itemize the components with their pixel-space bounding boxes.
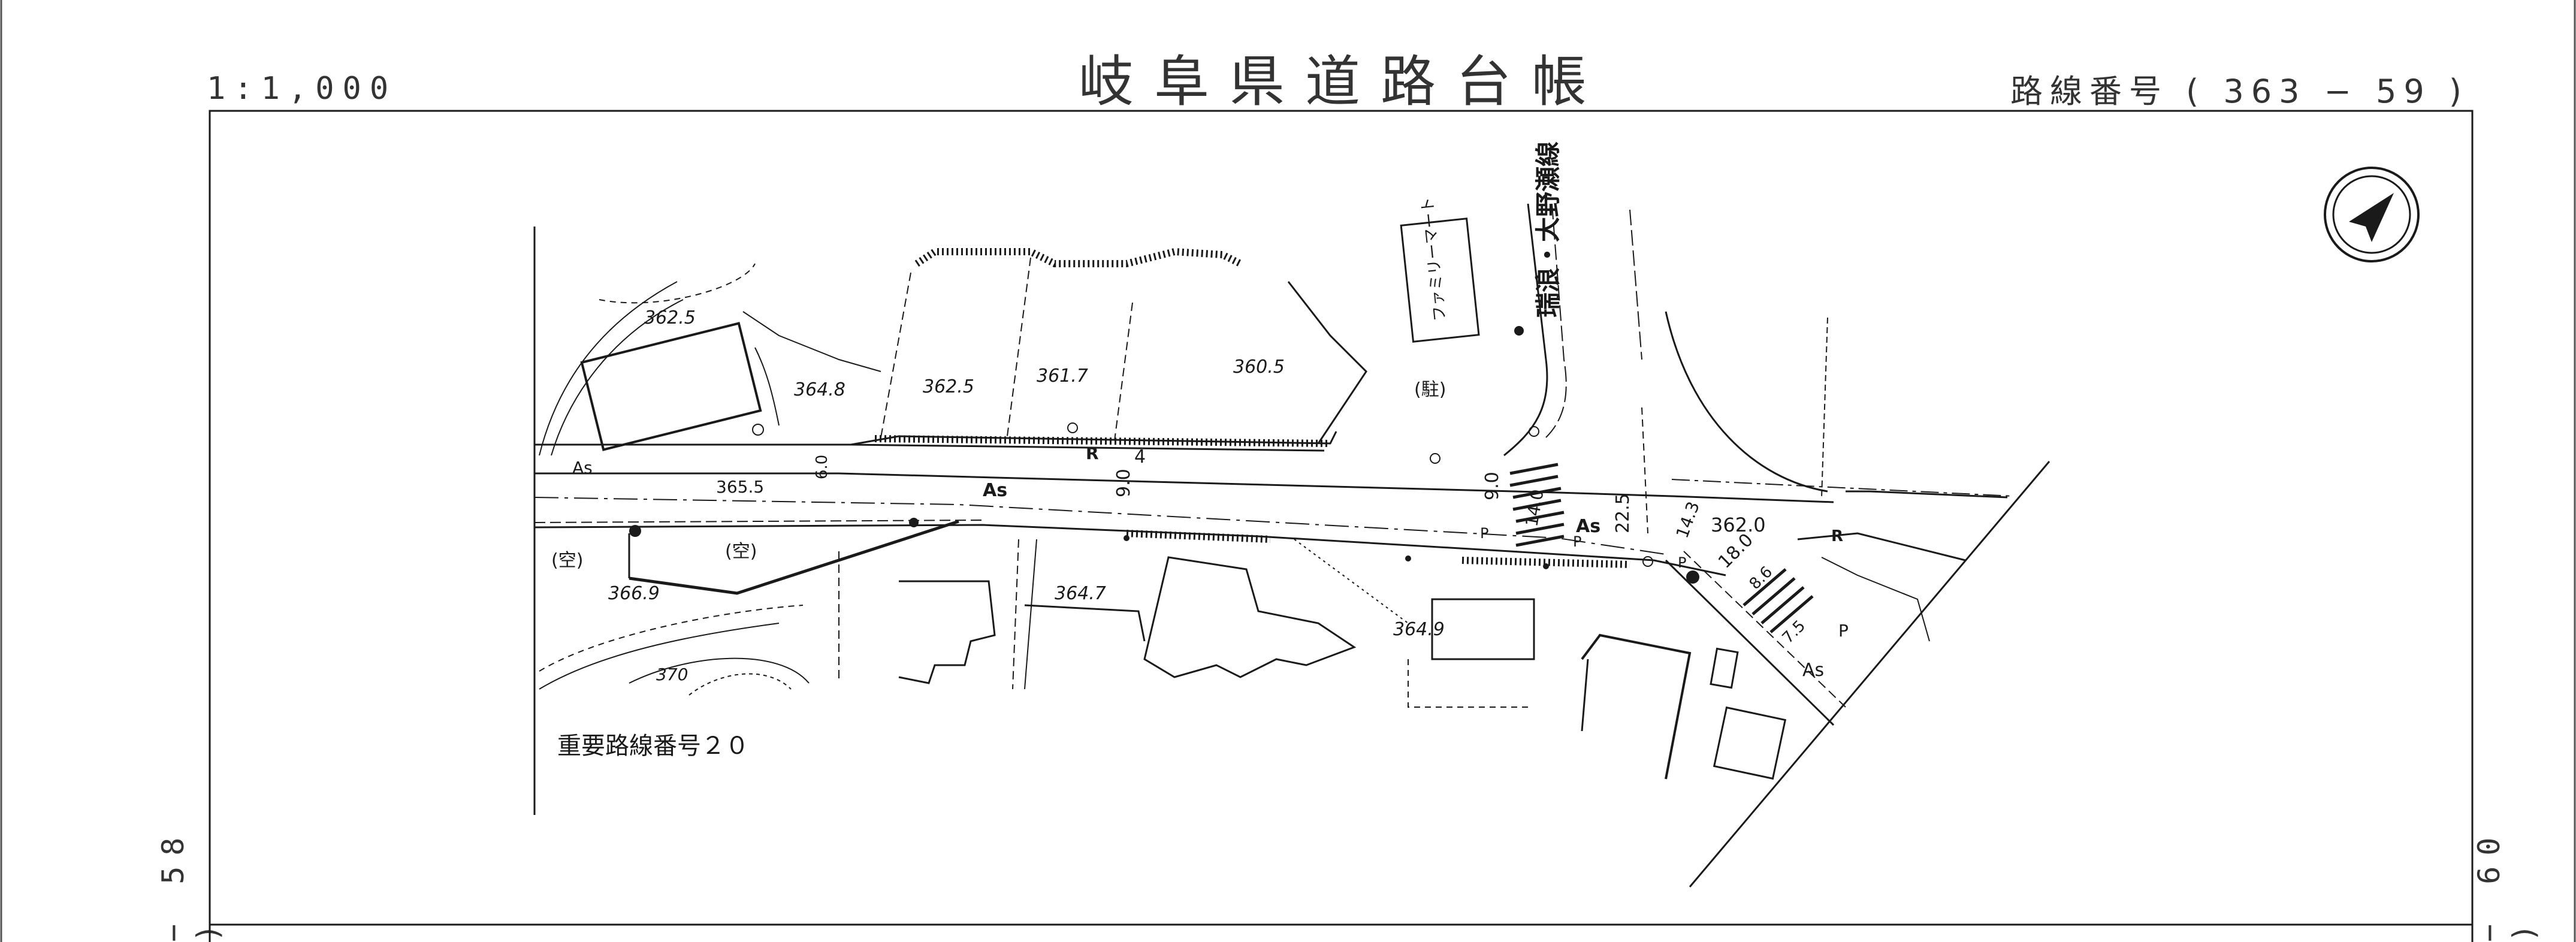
- important-route-label: 重要路線番号２０: [557, 732, 749, 760]
- crosswalk-2: [1743, 568, 1814, 633]
- elevation-label: 360.5: [1233, 357, 1285, 378]
- elevation-label: 364.9: [1393, 619, 1445, 640]
- pole-label: P: [1678, 554, 1686, 571]
- elevation-label: 362.0: [1711, 514, 1766, 536]
- pavement-label: As: [1576, 516, 1600, 537]
- upper-left-parcels: [539, 257, 1367, 456]
- pavement-label: As: [1802, 660, 1824, 681]
- road-name-label: 瑞浪・大野瀬線: [1533, 141, 1563, 318]
- north-arrow-icon: [2324, 167, 2420, 262]
- map-scale: 1:1,000: [207, 71, 397, 107]
- map-title: 岐阜県道路台帳: [1079, 50, 1608, 114]
- vacant-label: (空): [725, 541, 757, 562]
- store-name-label: ファミリーマート: [1418, 196, 1449, 322]
- pavement-label: As: [572, 458, 593, 478]
- store-box: [1400, 218, 1480, 343]
- open-markers: [752, 422, 1653, 567]
- width-label: 9.0: [1113, 469, 1134, 497]
- pole-label: P: [1838, 621, 1849, 641]
- elevation-label: 361.7: [1037, 366, 1088, 387]
- elevation-label: 362.5: [644, 307, 696, 328]
- road-marker: R: [1831, 527, 1843, 545]
- map-frame: [209, 110, 2474, 942]
- parking-label: (駐): [1414, 379, 1446, 400]
- width-label: 9.0: [1482, 472, 1503, 500]
- width-label: 8.6: [1746, 563, 1776, 593]
- width-label: 4: [1134, 446, 1146, 467]
- road-marker: R: [1086, 443, 1099, 463]
- pole-label: P: [1573, 533, 1581, 550]
- crosswalk: [1509, 463, 1565, 547]
- elevation-label: 362.5: [923, 376, 974, 397]
- width-label: 14.3: [1672, 499, 1704, 541]
- elevation-label: 370: [656, 665, 688, 684]
- elevation-label: 364.7: [1055, 583, 1106, 604]
- width-label: 22.5: [1612, 493, 1633, 533]
- route-number: 路線番号 ( 363 − 59 ): [2010, 73, 2469, 110]
- elevation-label: 366.9: [608, 583, 660, 604]
- width-label: 6.0: [813, 455, 831, 479]
- elevation-label: 365.5: [716, 477, 764, 497]
- vacant-label: (空): [551, 550, 583, 571]
- pole-label: P: [1480, 525, 1488, 542]
- point-markers: [629, 326, 1699, 584]
- elevation-label: 364.8: [794, 379, 845, 400]
- side-road: [1503, 203, 1870, 498]
- pavement-label: As: [983, 480, 1007, 501]
- main-road: [534, 247, 1834, 576]
- junction-area: [1641, 407, 2050, 887]
- lower-left-parcels: [539, 520, 1692, 780]
